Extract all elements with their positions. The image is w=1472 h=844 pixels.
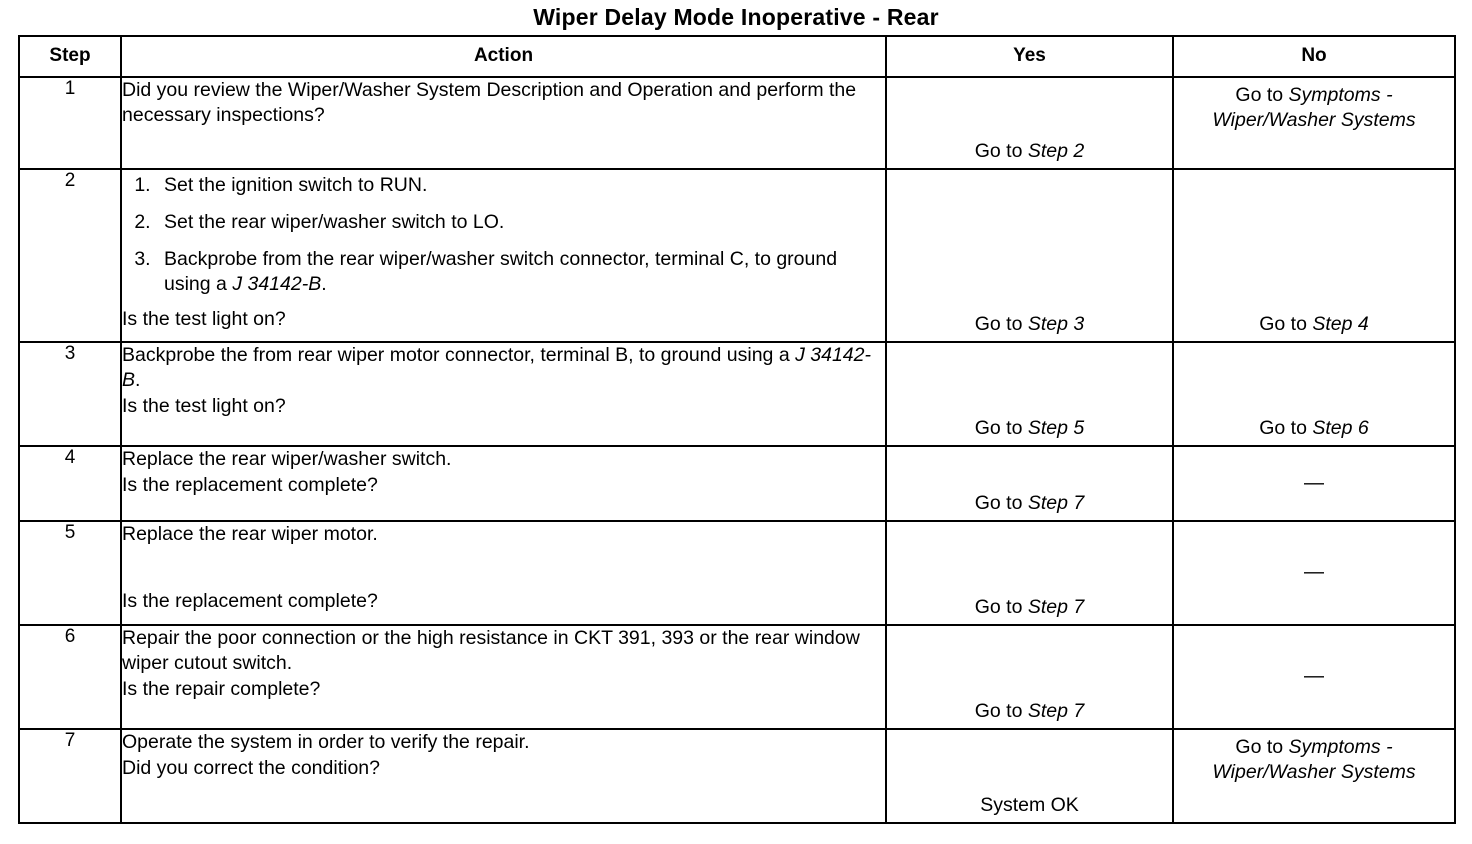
- action-paragraph: Operate the system in order to verify th…: [122, 731, 530, 753]
- action-question: Did you correct the condition?: [122, 757, 380, 779]
- no-reference: Symptoms - Wiper/Washer Systems: [1212, 84, 1416, 131]
- action-paragraph: Replace the rear wiper/washer switch.: [122, 448, 452, 470]
- no-reference: Step 6: [1312, 417, 1369, 439]
- no-prefix: Go to: [1259, 417, 1313, 439]
- yes-prefix: Go to: [974, 313, 1028, 335]
- no-prefix: Go to: [1235, 736, 1289, 758]
- tool-reference: J 34142-B: [122, 344, 871, 391]
- no-dash: —: [1304, 471, 1324, 494]
- no-answer: —: [1172, 624, 1456, 730]
- action-paragraph: Replace the rear wiper motor.: [122, 523, 378, 545]
- action-tail-text: .: [135, 369, 141, 391]
- table-row: 3 Backprobe the from rear wiper motor co…: [18, 341, 1456, 447]
- table-row: 1 Did you review the Wiper/Washer System…: [18, 76, 1456, 170]
- action-lead-text: Backprobe the from rear wiper motor conn…: [122, 344, 796, 366]
- table-row: 2 Set the ignition switch to RUN. Set th…: [18, 168, 1456, 343]
- yes-prefix: Go to: [974, 417, 1028, 439]
- diagnostic-table: Step Action Yes No 1 Did you review the …: [18, 35, 1456, 824]
- table-header-row: Step Action Yes No: [18, 35, 1456, 78]
- no-answer: Go to Symptoms - Wiper/Washer Systems: [1172, 76, 1456, 170]
- table-row: 7 Operate the system in order to verify …: [18, 728, 1456, 824]
- yes-answer: Go to Step 7: [885, 624, 1174, 730]
- yes-answer: System OK: [885, 728, 1174, 824]
- yes-prefix: Go to: [974, 140, 1028, 162]
- yes-reference: Step 7: [1027, 492, 1085, 514]
- yes-prefix: Go to: [974, 700, 1028, 722]
- step-number: 7: [18, 728, 122, 824]
- action-paragraph: Did you review the Wiper/Washer System D…: [122, 79, 857, 126]
- no-prefix: Go to: [1235, 84, 1289, 106]
- list-item: Backprobe from the rear wiper/washer swi…: [156, 247, 885, 297]
- step-number: 1: [18, 76, 122, 170]
- action-question: Is the test light on?: [122, 395, 286, 417]
- no-prefix: Go to: [1259, 313, 1313, 335]
- yes-result: System OK: [980, 794, 1079, 816]
- no-answer: Go to Step 6: [1172, 341, 1456, 447]
- list-item: Set the ignition switch to RUN.: [156, 173, 885, 198]
- no-answer: —: [1172, 520, 1456, 626]
- yes-answer: Go to Step 7: [885, 520, 1174, 626]
- yes-prefix: Go to: [974, 596, 1028, 618]
- no-answer: Go to Step 4: [1172, 168, 1456, 343]
- table-row: 6 Repair the poor connection or the high…: [18, 624, 1456, 730]
- action-paragraph: Backprobe the from rear wiper motor conn…: [122, 343, 885, 393]
- column-header-action: Action: [120, 35, 887, 78]
- yes-answer: Go to Step 7: [885, 445, 1174, 522]
- action-text: Replace the rear wiper/washer switch. Is…: [120, 445, 887, 522]
- action-step-list: Set the ignition switch to RUN. Set the …: [122, 173, 885, 297]
- yes-reference: Step 2: [1027, 140, 1085, 162]
- column-header-yes: Yes: [885, 35, 1174, 78]
- action-question: Is the repair complete?: [122, 678, 321, 700]
- step-number: 5: [18, 520, 122, 626]
- action-text: Set the ignition switch to RUN. Set the …: [120, 168, 887, 343]
- yes-reference: Step 7: [1027, 700, 1085, 722]
- action-text: Repair the poor connection or the high r…: [120, 624, 887, 730]
- action-text: Did you review the Wiper/Washer System D…: [120, 76, 887, 170]
- action-question: Is the replacement complete?: [122, 474, 378, 496]
- column-header-no: No: [1172, 35, 1456, 78]
- step-number: 6: [18, 624, 122, 730]
- step-number: 3: [18, 341, 122, 447]
- no-dash: —: [1304, 561, 1324, 583]
- action-text: Backprobe the from rear wiper motor conn…: [120, 341, 887, 447]
- yes-prefix: Go to: [974, 492, 1028, 514]
- action-text: Operate the system in order to verify th…: [120, 728, 887, 824]
- no-reference: Symptoms - Wiper/Washer Systems: [1212, 736, 1416, 783]
- page-title: Wiper Delay Mode Inoperative - Rear: [533, 4, 939, 30]
- no-answer: —: [1172, 445, 1456, 522]
- tool-reference: J 34142-B: [232, 273, 322, 295]
- yes-answer: Go to Step 5: [885, 341, 1174, 447]
- list-item: Set the rear wiper/washer switch to LO.: [156, 210, 885, 235]
- action-paragraph: Repair the poor connection or the high r…: [122, 627, 860, 674]
- no-answer: Go to Symptoms - Wiper/Washer Systems: [1172, 728, 1456, 824]
- list-item-text: Backprobe from the rear wiper/washer swi…: [164, 248, 838, 295]
- yes-reference: Step 3: [1027, 313, 1085, 335]
- no-dash: —: [1304, 665, 1324, 687]
- list-item-tail: .: [321, 273, 327, 295]
- yes-answer: Go to Step 2: [885, 76, 1174, 170]
- action-question: Is the test light on?: [122, 308, 286, 330]
- table-row: 5 Replace the rear wiper motor. Is the r…: [18, 520, 1456, 626]
- step-number: 2: [18, 168, 122, 343]
- yes-answer: Go to Step 3: [885, 168, 1174, 343]
- action-question: Is the replacement complete?: [122, 590, 378, 612]
- action-text: Replace the rear wiper motor. Is the rep…: [120, 520, 887, 626]
- no-reference: Step 4: [1312, 313, 1369, 335]
- yes-reference: Step 5: [1027, 417, 1085, 439]
- table-row: 4 Replace the rear wiper/washer switch. …: [18, 445, 1456, 522]
- yes-reference: Step 7: [1027, 596, 1085, 618]
- column-header-step: Step: [18, 35, 122, 78]
- step-number: 4: [18, 445, 122, 522]
